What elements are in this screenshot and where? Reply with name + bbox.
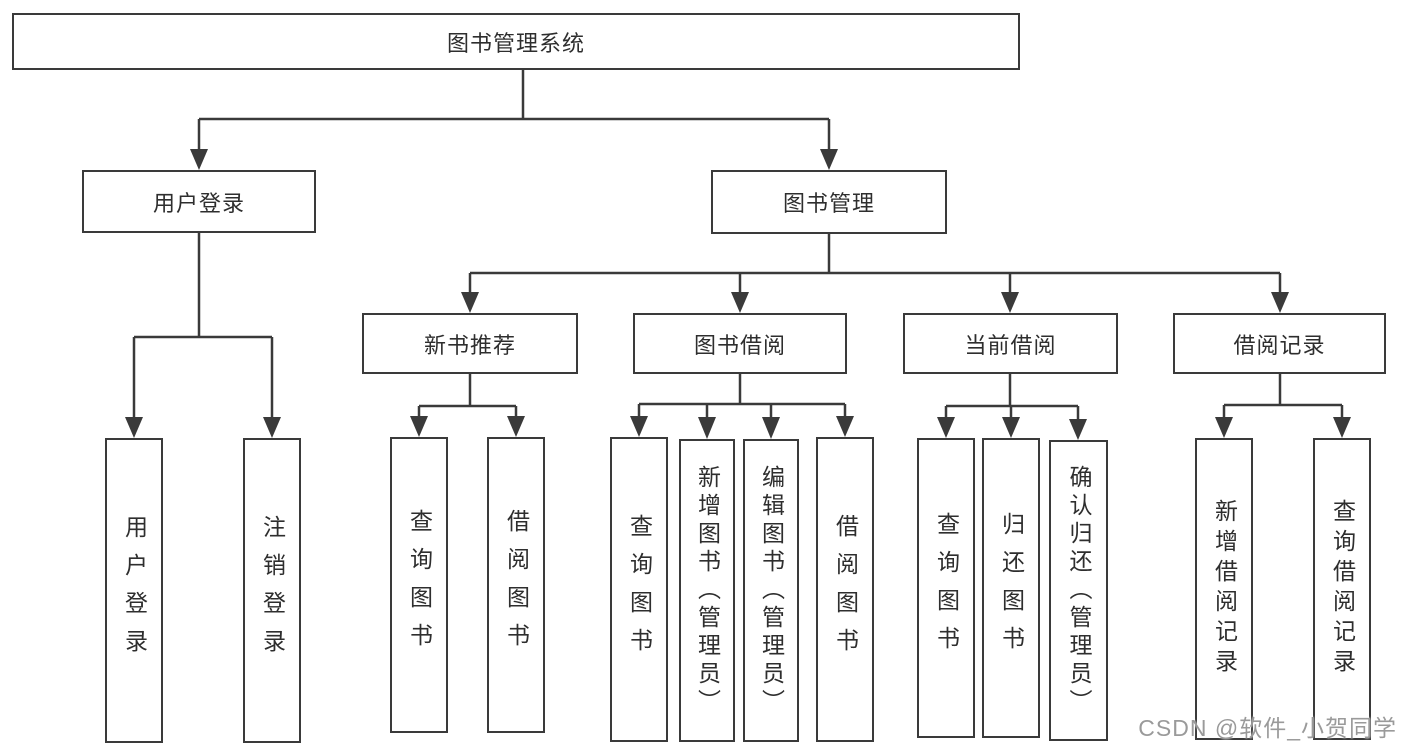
- leaf-edit-book-admin: 编辑图书（管理员）: [743, 439, 799, 742]
- leaf-query-borrow-record: 查询借阅记录: [1313, 438, 1371, 740]
- node-user-login-label: 用户登录: [152, 190, 245, 216]
- leaf-logout: 注销登录: [243, 438, 301, 743]
- node-new-book-recommend: 新书推荐: [362, 313, 578, 374]
- leaf-confirm-return-admin-label: 确认归还（管理员）: [1066, 464, 1092, 717]
- node-current-borrow-label: 当前借阅: [964, 332, 1057, 358]
- node-book-borrow: 图书借阅: [633, 313, 847, 374]
- leaf-return-books-label: 归还图书: [998, 512, 1025, 664]
- leaf-logout-label: 注销登录: [259, 514, 286, 667]
- leaf-recommend-query-books-label: 查询图书: [406, 509, 433, 661]
- leaf-add-book-admin-label: 新增图书（管理员）: [694, 464, 721, 717]
- leaf-current-query-books: 查询图书: [917, 438, 975, 738]
- leaf-recommend-query-books: 查询图书: [390, 437, 448, 733]
- leaf-recommend-borrow-books: 借阅图书: [487, 437, 545, 733]
- leaf-recommend-borrow-books-label: 借阅图书: [503, 509, 530, 661]
- leaf-borrow-borrow-books: 借阅图书: [816, 437, 874, 742]
- leaf-add-book-admin: 新增图书（管理员）: [679, 439, 735, 742]
- leaf-current-query-books-label: 查询图书: [933, 512, 960, 664]
- watermark: CSDN @软件_小贺同学: [1138, 715, 1397, 741]
- leaf-borrow-borrow-books-label: 借阅图书: [832, 513, 859, 666]
- leaf-user-login: 用户登录: [105, 438, 163, 743]
- node-current-borrow: 当前借阅: [903, 313, 1118, 374]
- leaf-user-login-label: 用户登录: [121, 514, 148, 667]
- leaf-borrow-query-books: 查询图书: [610, 437, 668, 742]
- node-book-borrow-label: 图书借阅: [693, 332, 786, 358]
- leaf-confirm-return-admin: 确认归还（管理员）: [1049, 440, 1108, 741]
- leaf-query-borrow-record-label: 查询借阅记录: [1329, 499, 1356, 679]
- leaf-add-borrow-record: 新增借阅记录: [1195, 438, 1253, 740]
- leaf-return-books: 归还图书: [982, 438, 1040, 738]
- leaf-add-borrow-record-label: 新增借阅记录: [1211, 499, 1238, 679]
- node-user-login: 用户登录: [82, 170, 316, 233]
- node-borrow-records-label: 借阅记录: [1233, 332, 1326, 358]
- node-new-book-recommend-label: 新书推荐: [423, 332, 516, 358]
- node-root-label: 图书管理系统: [446, 30, 585, 56]
- node-book-management: 图书管理: [711, 170, 947, 234]
- leaf-edit-book-admin-label: 编辑图书（管理员）: [758, 464, 785, 717]
- node-book-management-label: 图书管理: [782, 191, 875, 216]
- node-root: 图书管理系统: [12, 13, 1020, 70]
- leaf-borrow-query-books-label: 查询图书: [626, 513, 653, 666]
- node-borrow-records: 借阅记录: [1173, 313, 1386, 374]
